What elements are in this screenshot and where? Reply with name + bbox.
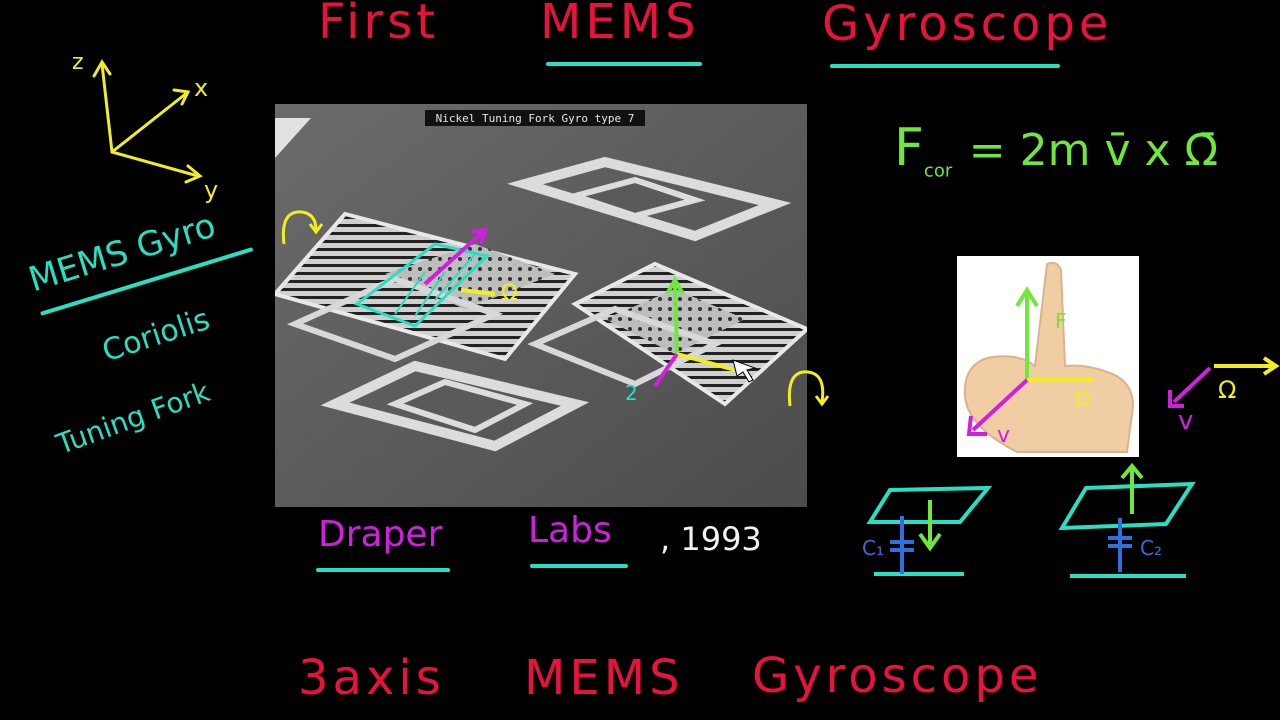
credit-draper-underline [316, 568, 450, 572]
rotation-left-icon [281, 210, 324, 245]
hand-omega-label: Ω [1075, 387, 1090, 411]
axis-x-label: x [194, 74, 209, 102]
capacitor-c1-label: C₁ [862, 536, 884, 560]
micrograph-cap-label: 2 [625, 381, 638, 405]
micrograph-omega-label: Ω [501, 281, 518, 306]
note-coriolis: Coriolis [98, 301, 215, 370]
bottom-title-3axis: 3axis [298, 650, 445, 706]
bottom-title-gyroscope: Gyroscope [752, 648, 1043, 704]
right-hand-rule-image: F Ω v [957, 256, 1139, 457]
velocity-arrow-icon [423, 230, 485, 286]
hand-v-label: v [997, 423, 1010, 448]
drive-arrow-icon [653, 352, 679, 388]
credit-labs: Labs [528, 510, 612, 551]
formula-force: Fcor = 2m v̄ x Ω̄ [894, 118, 1218, 181]
cursor-hand-icon [732, 359, 757, 383]
drive-plate-outline [353, 242, 491, 328]
capacitor-c1-icon [866, 485, 993, 576]
axis-z-label: z [72, 50, 84, 75]
thumb-up-hand-icon [963, 261, 1135, 453]
formula-subscript: cor [923, 160, 953, 182]
side-vectors-icon [1168, 356, 1280, 408]
micrograph-caption: Nickel Tuning Fork Gyro type 7 [436, 112, 635, 125]
title-word-mems: MEMS [540, 0, 700, 50]
formula-f: F [894, 118, 924, 178]
tuning-fork-gyro-micrograph: Nickel Tuning Fork Gyro type 7 Ω 2 [275, 104, 807, 507]
note-tuning-fork: Tuning Fork [52, 375, 215, 462]
title-word-first: First [318, 0, 440, 50]
force-arrow-icon [673, 281, 679, 355]
axes-sketch-icon [92, 59, 203, 184]
bottom-title-mems: MEMS [524, 650, 684, 706]
hand-velocity-arrow-icon [971, 378, 1029, 432]
credit-labs-underline [530, 564, 628, 568]
capacitor-c2-label: C₂ [1140, 536, 1162, 560]
capacitor-c2-icon [1058, 462, 1196, 578]
side-omega-label: Ω [1218, 376, 1237, 404]
title-word-gyroscope: Gyroscope [822, 0, 1113, 52]
rotation-right-icon [787, 370, 830, 407]
credit-draper: Draper [318, 514, 443, 555]
axis-y-label: y [204, 176, 219, 204]
title-mems-underline [546, 62, 702, 66]
credit-year: , 1993 [660, 520, 762, 558]
hand-f-label: F [1055, 309, 1067, 333]
title-gyroscope-underline [830, 64, 1060, 68]
side-v-label: v [1178, 406, 1194, 436]
omega-arrow-icon [460, 288, 496, 296]
formula-rhs: = 2m v̄ x Ω̄ [968, 125, 1219, 176]
rotation-arrow-icon [676, 352, 736, 372]
